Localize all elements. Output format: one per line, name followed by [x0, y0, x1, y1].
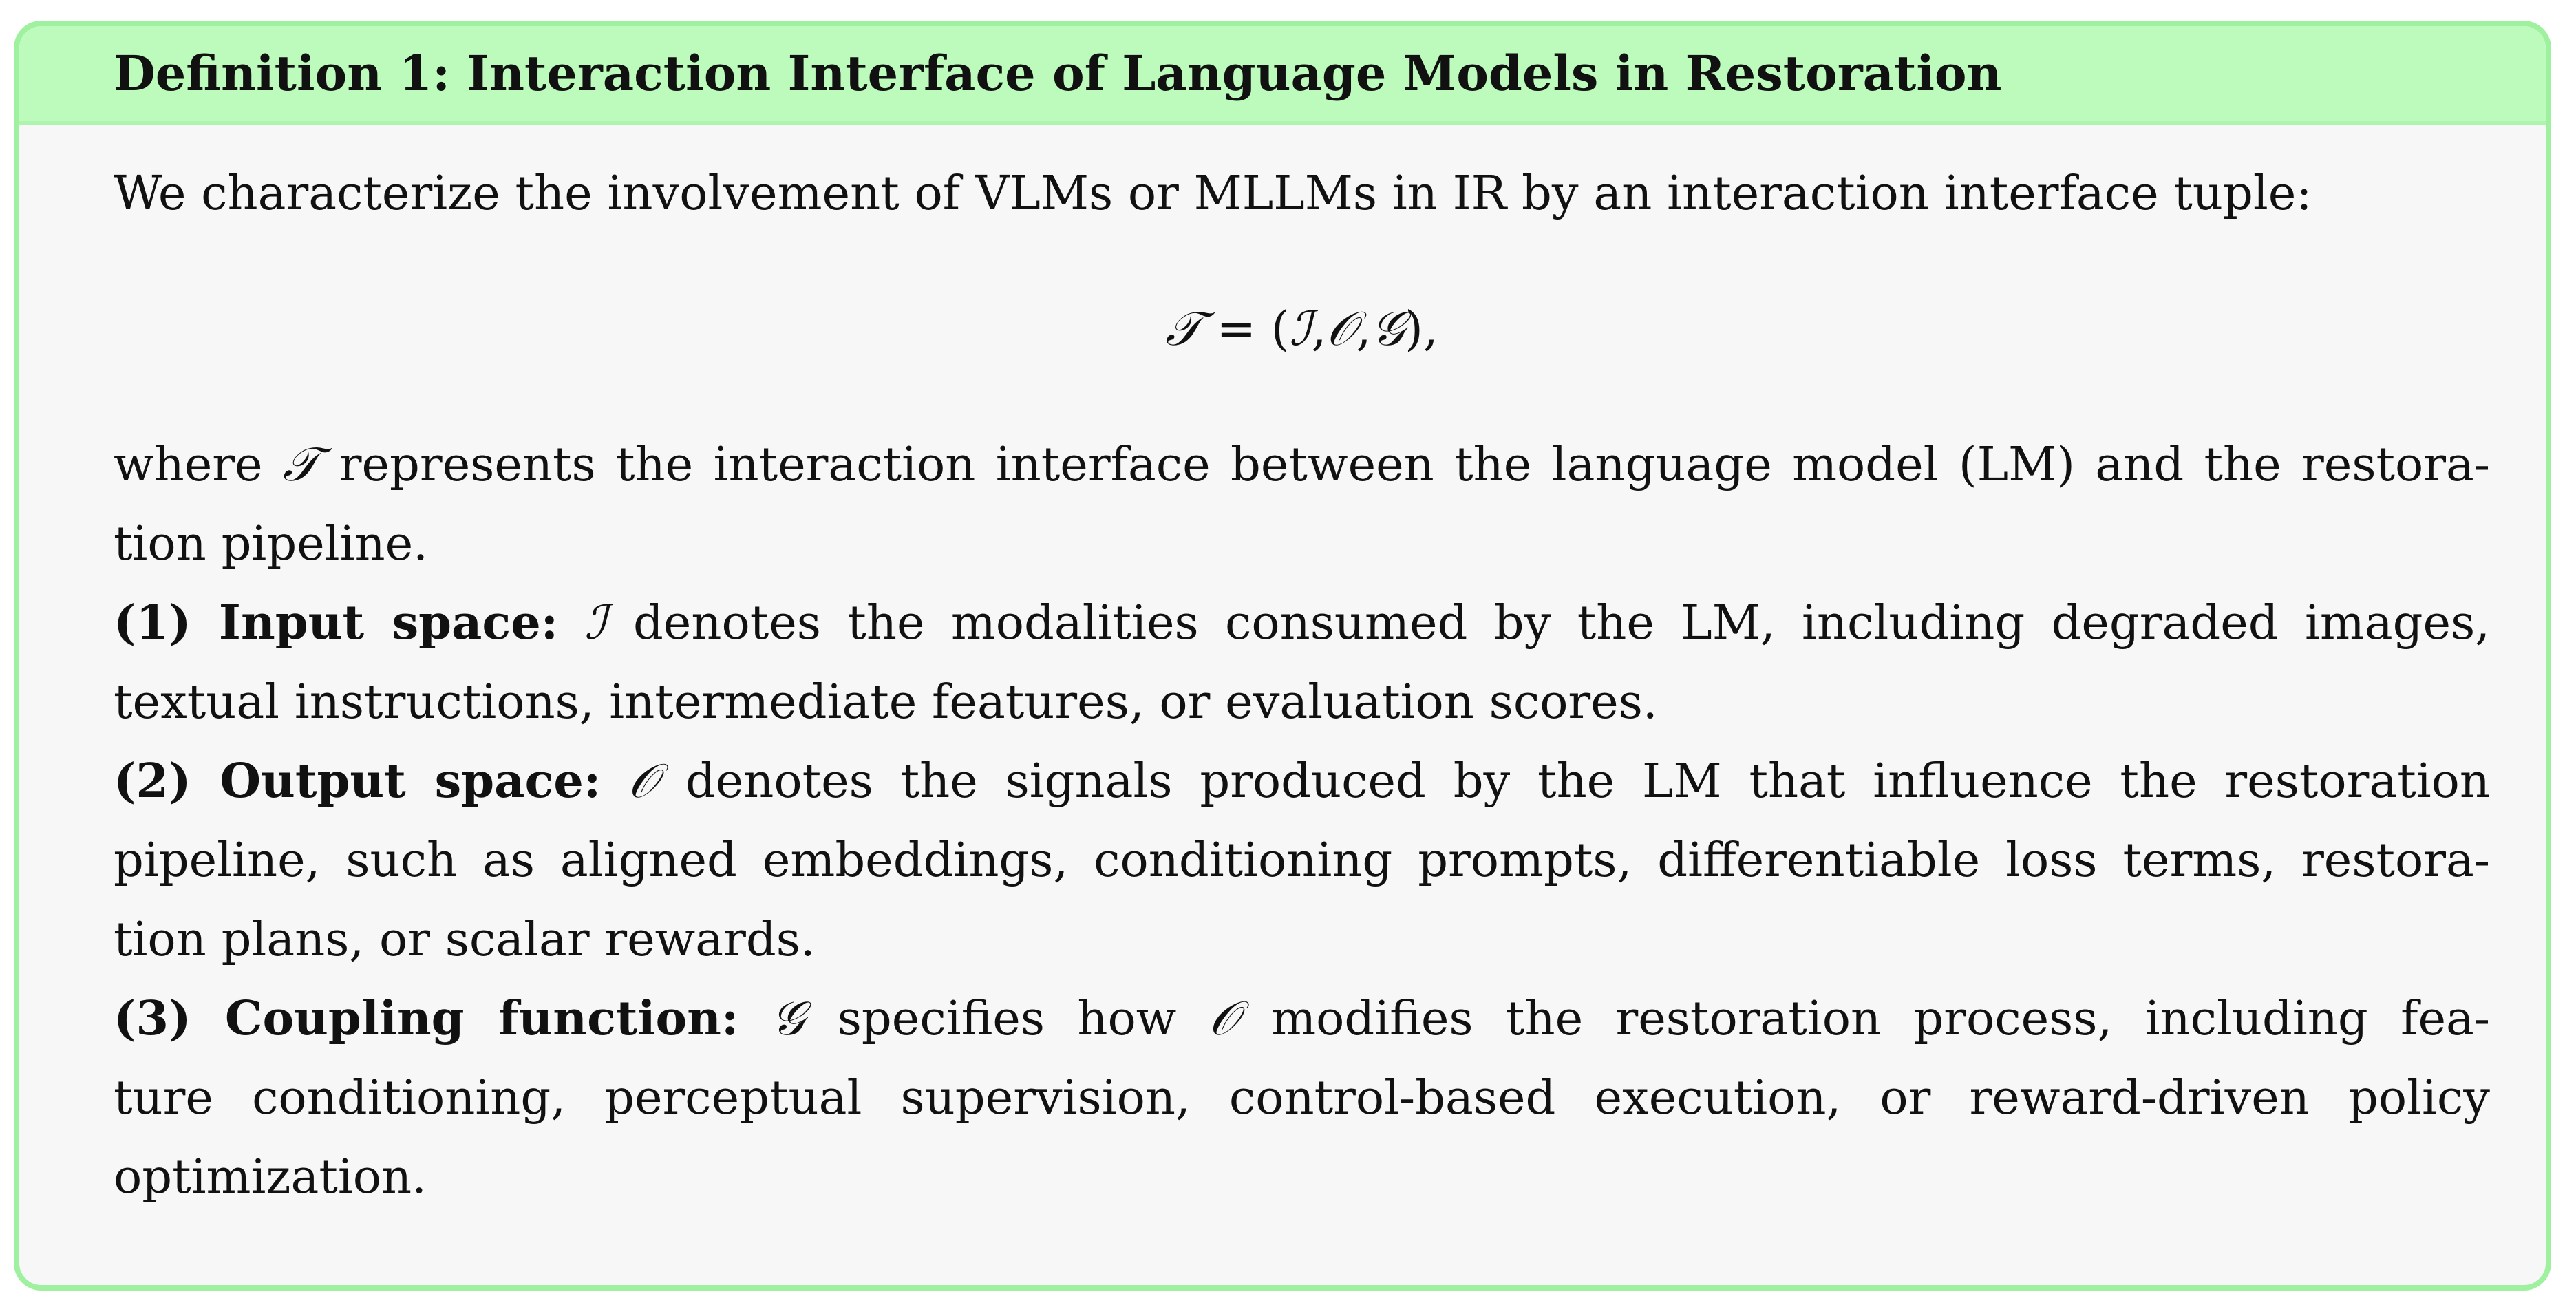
tuple-equation: 𝒯 = (ℐ,𝒪,𝒢),	[114, 290, 2490, 369]
item-3-line-3: optimization.	[114, 1149, 427, 1204]
item-3-line-1: (3) Coupling function: 𝒢 specifies how 𝒪…	[114, 979, 2490, 1059]
where-line-1: where 𝒯 represents the interaction inter…	[114, 425, 2490, 505]
item-1-symbol: ℐ	[584, 595, 607, 650]
eq-comma-2: ,	[1356, 301, 1372, 357]
eq-lhs-symbol: 𝒯	[1165, 301, 1202, 357]
item-3-label: (3) Coupling function:	[114, 991, 739, 1046]
item-3-mid-prefix: specifies how	[805, 991, 1209, 1046]
eq-coupling-symbol: 𝒢	[1371, 301, 1405, 357]
item-1-text-1: denotes the modalities consumed by the L…	[606, 595, 2491, 650]
item-2-symbol: 𝒪	[628, 754, 659, 809]
item-1-line-1: (1) Input space: ℐ denotes the modalitie…	[114, 584, 2490, 663]
item-3-line-2: ture conditioning, perceptual supervisio…	[114, 1070, 2490, 1125]
eq-equals: =	[1201, 301, 1271, 357]
item-3-text-1: modifies the restoration process, includ…	[1238, 991, 2490, 1046]
eq-input-symbol: ℐ	[1289, 301, 1312, 357]
eq-comma-1: ,	[1311, 301, 1327, 357]
item-2-line-2: pipeline, such as aligned embeddings, co…	[114, 833, 2490, 888]
item-3-mid-symbol: 𝒪	[1209, 991, 1239, 1046]
item-2-line-1: (2) Output space: 𝒪 denotes the signals …	[114, 742, 2490, 821]
item-3-symbol: 𝒢	[771, 991, 805, 1046]
definition-body: We characterize the involvement of VLMs …	[114, 154, 2490, 1217]
eq-open-paren: (	[1270, 301, 1290, 357]
where-line-2: tion pipeline.	[114, 516, 428, 571]
item-1-line-2: textual instructions, intermediate featu…	[114, 675, 1658, 730]
where-text-1: represents the interaction interface bet…	[319, 437, 2490, 492]
eq-close-paren: ),	[1405, 301, 1438, 357]
item-1-label: (1) Input space:	[114, 595, 558, 650]
definition-box: Definition 1: Interaction Interface of L…	[14, 21, 2551, 1291]
where-symbol: 𝒯	[282, 437, 319, 492]
eq-output-symbol: 𝒪	[1326, 301, 1356, 357]
definition-title: Definition 1: Interaction Interface of L…	[114, 45, 2002, 102]
item-2-line-3: tion plans, or scalar rewards.	[114, 912, 816, 967]
intro-text: We characterize the involvement of VLMs …	[114, 166, 2312, 221]
where-prefix: where	[114, 437, 283, 492]
definition-header: Definition 1: Interaction Interface of L…	[19, 26, 2546, 125]
item-2-text-1: denotes the signals produced by the LM t…	[658, 754, 2490, 809]
item-2-label: (2) Output space:	[114, 754, 602, 809]
